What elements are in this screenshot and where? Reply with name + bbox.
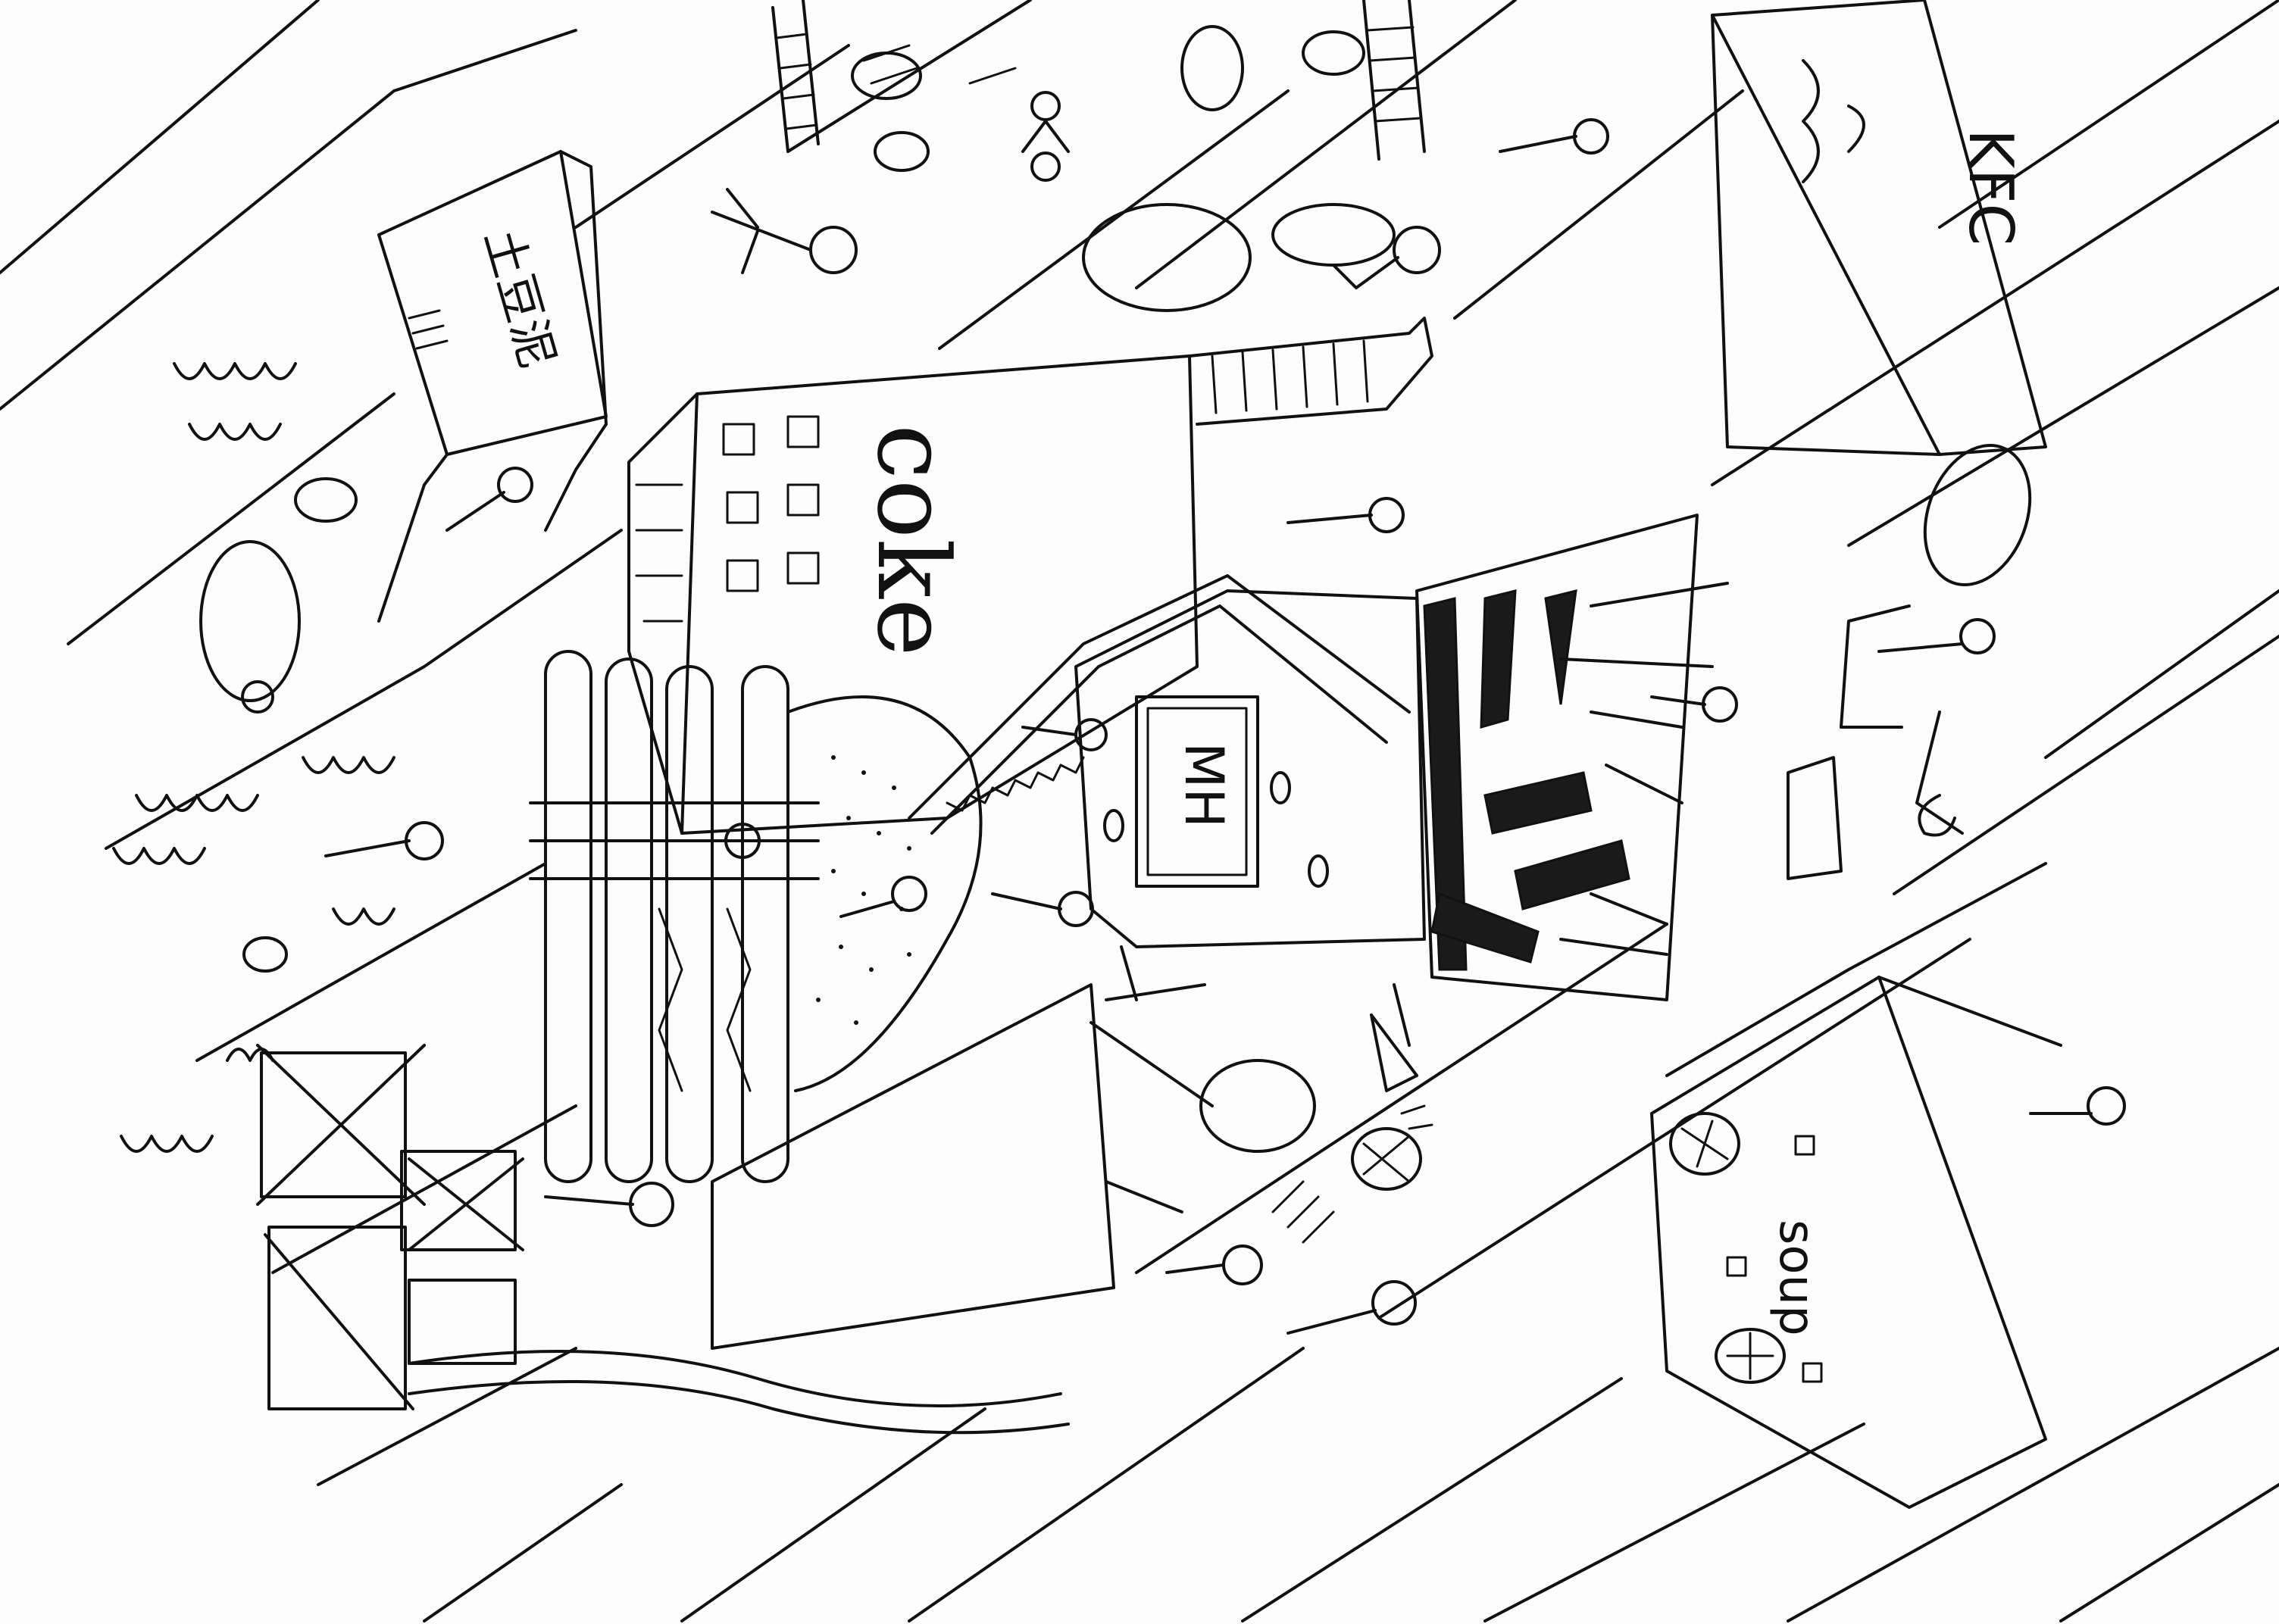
mashed-potato-stall: 土豆泥 [377,150,608,623]
sign-mashed-potato: 土豆泥 [474,223,566,373]
dotted-dome [786,695,983,1092]
motion-lines [862,44,1433,1244]
staircase-slide [908,317,1433,835]
lollipop-trees [1089,945,1418,1213]
lower-building [408,983,1115,1435]
ladder-top [771,0,1426,161]
sign-soup: soup [1768,1220,1824,1336]
right-items [1787,444,2032,880]
sign-kfc: KFC [1955,129,2026,245]
sign-coke: coke [855,424,971,657]
scribble-grass-left [112,362,395,1153]
fries-box [1415,514,1729,1001]
sign-mall: MH [1173,742,1235,828]
kfc-stall: KFC [1711,0,2047,456]
floating-shapes [851,25,1422,1191]
crossed-signboards [256,1044,524,1410]
pillar-group [529,650,820,1183]
soup-stall: soup [1650,976,2062,1509]
central-building: coke [627,354,1199,835]
stick-figures [241,91,2126,1335]
mall-building: MH [1074,589,1426,948]
